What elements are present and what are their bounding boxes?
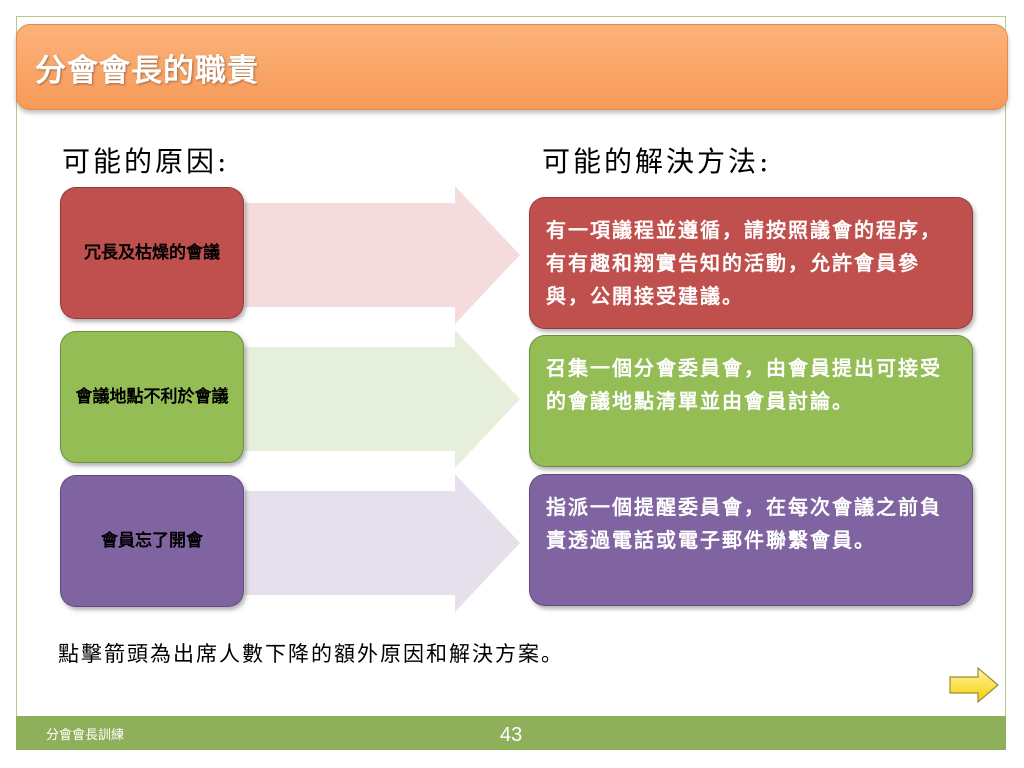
- next-arrow-button[interactable]: [948, 666, 1000, 706]
- solution-box-1: 有一項議程並遵循，請按照議會的程序，有有趣和翔實告知的活動，允許會員參與，公開接…: [529, 197, 973, 329]
- next-arrow-icon: [949, 666, 999, 704]
- page-number: 43: [500, 724, 523, 746]
- causes-heading: 可能的原因:: [62, 145, 230, 178]
- cause-label-2: 會議地點不利於會議: [75, 387, 229, 406]
- arrow-shape-3: [245, 474, 520, 612]
- solution-box-3: 指派一個提醒委員會，在每次會議之前負責透過電話或電子郵件聯繫會員。: [529, 474, 973, 606]
- cause-box-1: 冗長及枯燥的會議: [60, 187, 244, 319]
- slide-title: 分會會長的職責: [35, 53, 259, 88]
- solution-text-2: 召集一個分會委員會，由會員提出可接受的會議地點清單並由會員討論。: [546, 356, 942, 413]
- instruction-note: 點擊箭頭為出席人數下降的額外原因和解決方案。: [58, 642, 564, 666]
- solutions-heading: 可能的解決方法:: [542, 145, 772, 178]
- cause-box-2: 會議地點不利於會議: [60, 331, 244, 463]
- cause-box-3: 會員忘了開會: [60, 475, 244, 607]
- solution-text-1: 有一項議程並遵循，請按照議會的程序，有有趣和翔實告知的活動，允許會員參與，公開接…: [546, 218, 942, 308]
- footer-title: 分會會長訓練: [46, 727, 125, 742]
- cause-label-3: 會員忘了開會: [101, 531, 203, 550]
- arrow-shape-2: [245, 330, 520, 468]
- solution-text-3: 指派一個提醒委員會，在每次會議之前負責透過電話或電子郵件聯繫會員。: [546, 495, 942, 552]
- solution-box-2: 召集一個分會委員會，由會員提出可接受的會議地點清單並由會員討論。: [529, 335, 973, 467]
- cause-label-1: 冗長及枯燥的會議: [84, 243, 220, 262]
- title-bar: 分會會長的職責: [16, 24, 1008, 110]
- arrow-shape-1: [245, 186, 520, 324]
- footer-bar: 分會會長訓練 43: [16, 716, 1006, 750]
